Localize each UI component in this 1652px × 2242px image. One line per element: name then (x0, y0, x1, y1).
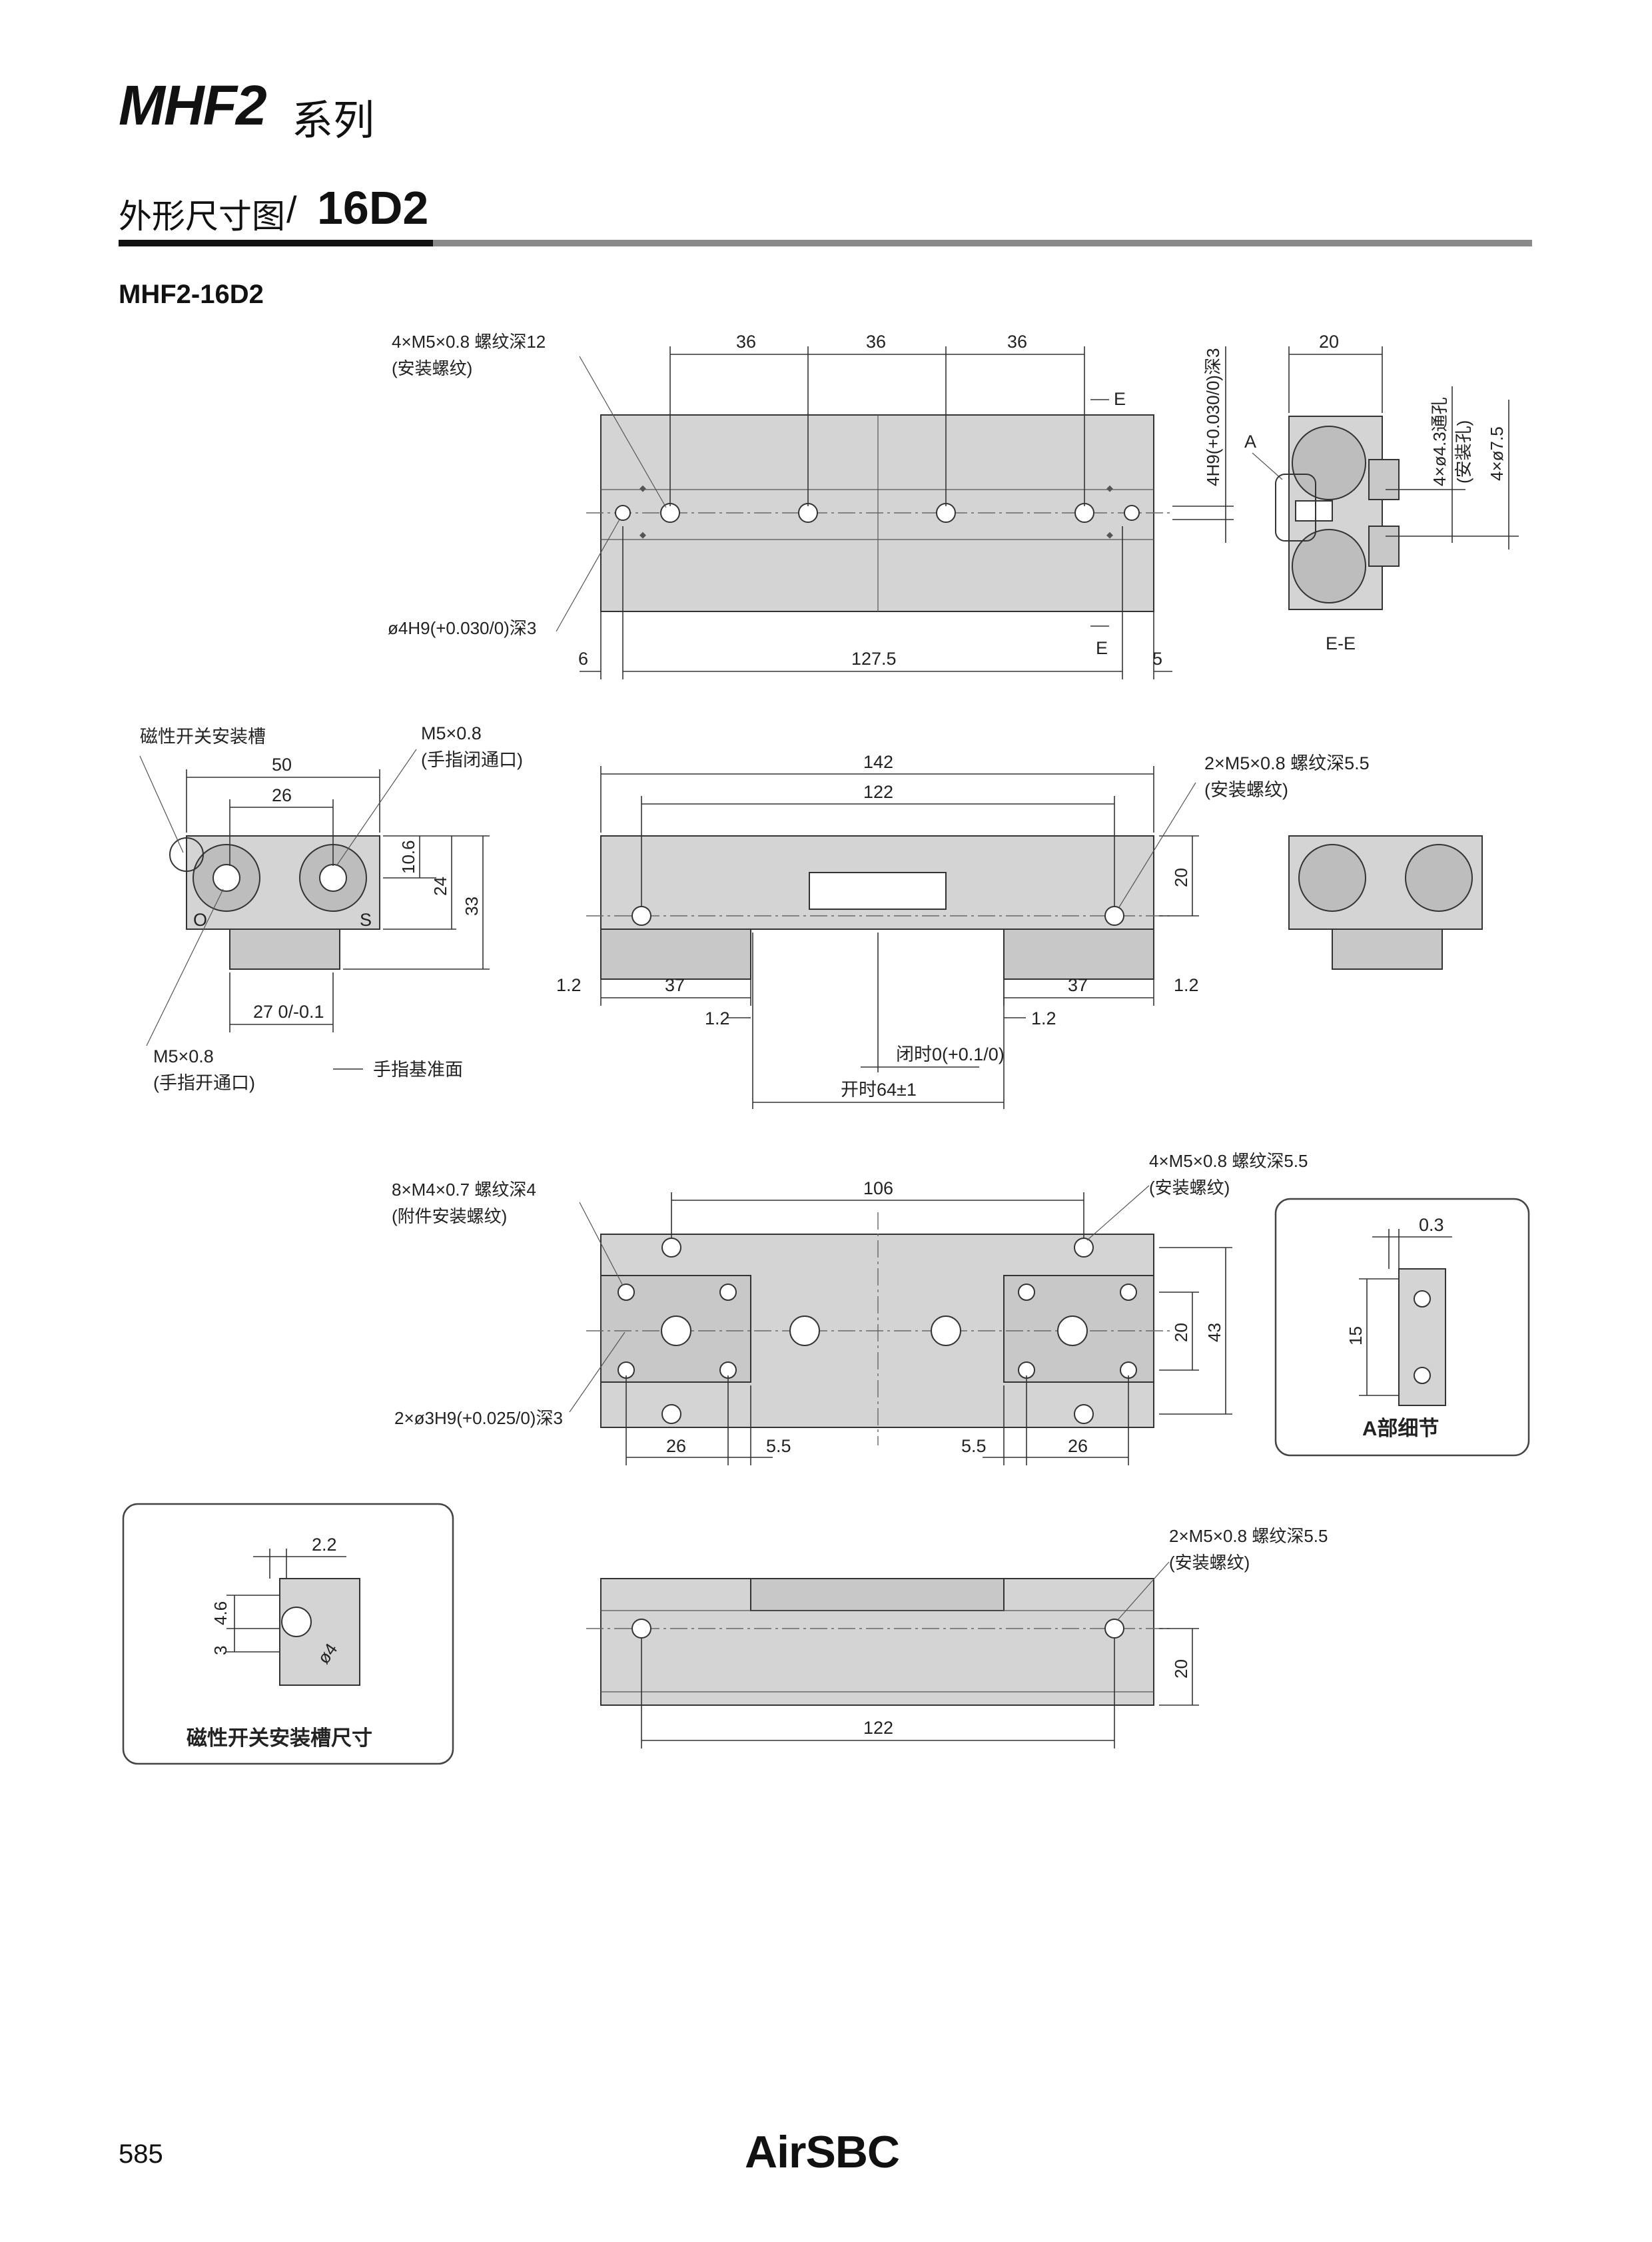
note-mount-sub: (安装螺纹) (1204, 780, 1288, 800)
mount-hole (660, 503, 680, 523)
dim-0-3: 0.3 (1419, 1215, 1444, 1235)
dim-20: 20 (1171, 868, 1191, 887)
dim-3: 3 (210, 1646, 230, 1655)
dim-50: 50 (272, 755, 292, 775)
note-through-hole: 4×ø4.3通孔 (1430, 397, 1449, 486)
mount-hole (798, 503, 818, 523)
dim-24: 24 (430, 877, 450, 896)
dim-pitch-3: 36 (1007, 332, 1027, 352)
dim-26: 26 (272, 785, 292, 805)
end-view-right (1288, 835, 1483, 970)
bottom-view: 106 20 43 26 5.5 5.5 26 8×M4×0.7 螺纹深4 (附… (392, 1151, 1308, 1465)
note-mount-sub: (安装螺纹) (1149, 1178, 1230, 1198)
detail-a-caption: A部细节 (1362, 1417, 1439, 1440)
groove-detail: 2.2 4.6 3 ø4 磁性开关安装槽尺寸 (122, 1503, 454, 1765)
note-mount: 4×M5×0.8 螺纹深5.5 (1149, 1151, 1308, 1171)
dim-right-5: 5 (1152, 649, 1162, 669)
section-slash: / (286, 188, 297, 230)
dim-width-20: 20 (1319, 332, 1339, 352)
note-closed: 闭时0(+0.1/0) (896, 1044, 1005, 1064)
dim-side-pin: 4H9(+0.030/0)深3 (1203, 348, 1223, 486)
page-number: 585 (119, 2139, 163, 2169)
note-through-hole-sub: (安装孔) (1453, 420, 1473, 484)
model-label: MHF2-16D2 (119, 280, 264, 309)
dim-26-right: 26 (1068, 1436, 1088, 1456)
side-view: 20 122 2×M5×0.8 螺纹深5.5 (安装螺纹) (586, 1526, 1328, 1748)
groove-detail-caption: 磁性开关安装槽尺寸 (187, 1726, 372, 1750)
dim-1-2-left: 1.2 (556, 975, 582, 995)
dim-122: 122 (863, 1718, 893, 1738)
dim-5-5-left: 5.5 (766, 1436, 791, 1456)
dim-5-5-right: 5.5 (961, 1436, 987, 1456)
note-mount: 2×M5×0.8 螺纹深5.5 (1204, 753, 1370, 773)
dim-20: 20 (1171, 1659, 1191, 1679)
note-open-port: M5×0.8 (153, 1046, 214, 1066)
section-model: 16D2 (317, 182, 429, 234)
dim-37-left: 37 (665, 975, 685, 995)
note-mount: 2×M5×0.8 螺纹深5.5 (1169, 1526, 1328, 1546)
side-view-body (600, 1578, 1154, 1706)
dim-1-2-right: 1.2 (1174, 975, 1199, 995)
dim-106: 106 (863, 1178, 893, 1198)
dim-43: 43 (1204, 1323, 1224, 1342)
note-accessory-sub: (附件安装螺纹) (392, 1206, 507, 1226)
note-datum: 手指基准面 (373, 1060, 463, 1080)
section-ee: 20 A 4×ø4.3通孔 (安装孔) 4×ø7.5 E-E (1244, 332, 1519, 653)
dim-122: 122 (863, 782, 893, 802)
section-marker-bottom: E (1096, 638, 1108, 658)
dim-15: 15 (1346, 1326, 1366, 1345)
dim-33: 33 (462, 897, 482, 916)
section-marker-top: E (1114, 389, 1126, 409)
note-pin: 2×ø3H9(+0.025/0)深3 (394, 1408, 563, 1428)
note-close-port: M5×0.8 (421, 723, 482, 743)
dim-142: 142 (863, 752, 893, 772)
label-a: A (1244, 432, 1256, 452)
end-view: 50 26 10.6 24 33 O S 27 0/-0.1 手指基准面 磁性开… (139, 723, 523, 1093)
dim-27: 27 0/-0.1 (253, 1002, 324, 1022)
pin-hole (1124, 505, 1140, 521)
dim-left-6: 6 (578, 649, 588, 669)
note-mount-thread-sub: (安装螺纹) (392, 358, 472, 378)
dim-1-2-inner-right: 1.2 (1031, 1008, 1056, 1028)
note-close-port-sub: (手指闭通口) (421, 750, 523, 770)
brand-logo: AirSBC (745, 2127, 900, 2177)
mount-hole (936, 503, 956, 523)
dim-2-2: 2.2 (312, 1535, 337, 1555)
dim-37-right: 37 (1068, 975, 1088, 995)
note-accessory: 8×M4×0.7 螺纹深4 (392, 1180, 536, 1200)
note-switch-groove: 磁性开关安装槽 (140, 727, 266, 747)
dim-26-left: 26 (666, 1436, 686, 1456)
section-heading: 外形尺寸图 (119, 197, 285, 236)
series-title: MHF2 (119, 74, 267, 137)
dim-1-2-inner-left: 1.2 (705, 1008, 730, 1028)
dim-pitch-1: 36 (736, 332, 756, 352)
front-view: 142 122 20 2×M5×0.8 螺纹深5.5 (安装螺纹) 1.2 37… (556, 752, 1370, 1109)
note-open: 开时64±1 (841, 1080, 917, 1100)
dim-4-6: 4.6 (210, 1601, 230, 1625)
dim-20: 20 (1171, 1323, 1191, 1342)
dim-10-6: 10.6 (398, 840, 418, 874)
series-suffix: 系列 (292, 96, 375, 145)
label-o: O (193, 910, 207, 930)
top-view: 36 36 36 E E 6 127.5 5 4×M5×0.8 螺纹深12 (安… (388, 332, 1234, 679)
heading-rule-thin (433, 240, 1532, 246)
label-s: S (360, 910, 372, 930)
note-mount-thread: 4×M5×0.8 螺纹深12 (392, 332, 546, 352)
heading-rule-thick (119, 240, 433, 246)
note-pin-hole: ø4H9(+0.030/0)深3 (388, 618, 536, 638)
note-mount-sub: (安装螺纹) (1169, 1553, 1250, 1573)
pin-hole (615, 505, 631, 521)
detail-a: 0.3 15 A部细节 (1274, 1198, 1530, 1457)
dim-pitch-2: 36 (866, 332, 886, 352)
dim-span-127-5: 127.5 (851, 649, 897, 669)
mount-hole (1074, 503, 1094, 523)
note-open-port-sub: (手指开通口) (153, 1073, 255, 1093)
section-caption: E-E (1326, 633, 1356, 653)
note-cbore: 4×ø7.5 (1487, 426, 1507, 481)
